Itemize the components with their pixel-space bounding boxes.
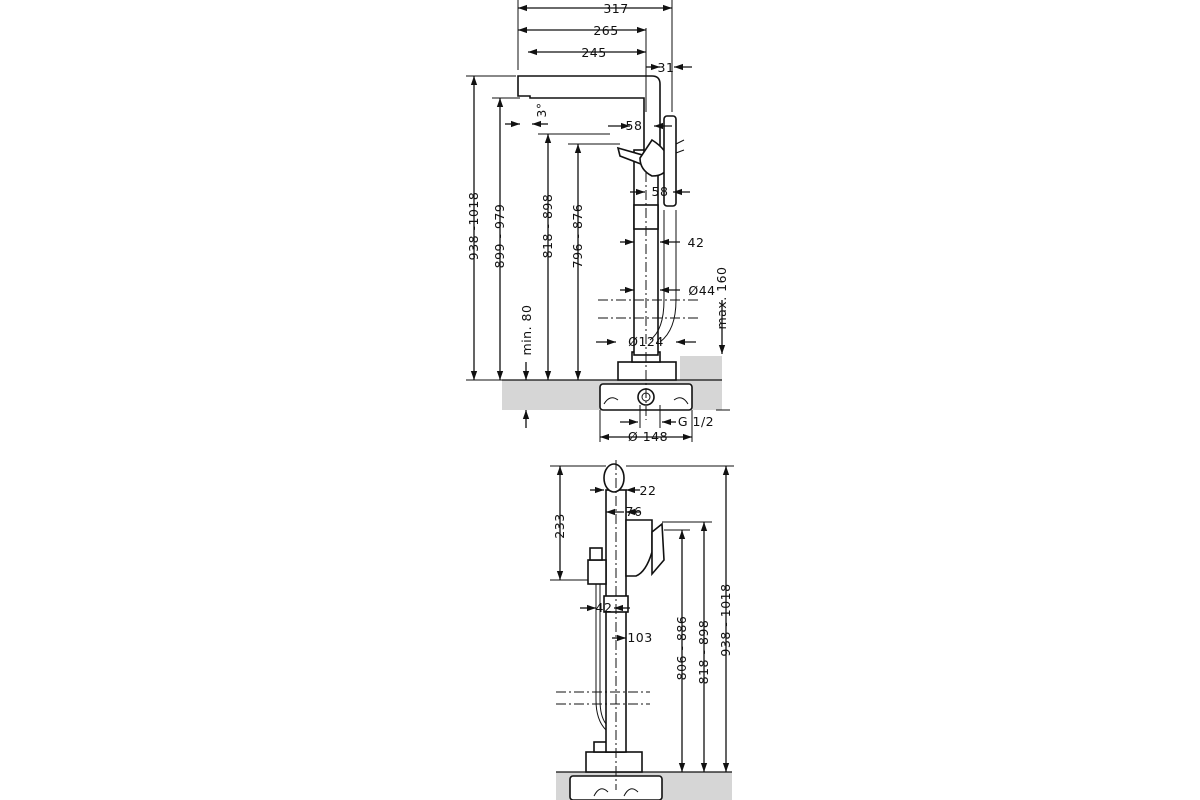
side-dim-938-1018: 938 - 1018 (718, 583, 733, 656)
dim-58-upper: 58 (626, 118, 643, 133)
side-dim-76: 76 (626, 504, 643, 519)
dim-317: 317 (603, 1, 628, 16)
side-handle (651, 522, 665, 577)
side-shower-hose (595, 584, 607, 731)
side-dim-233: 233 (552, 513, 567, 538)
dim-245: 245 (581, 45, 606, 60)
spout (517, 75, 661, 161)
dim-796-876: 796 - 876 (570, 204, 585, 269)
side-view: 22 76 233 42 103 806 - 886 818 - 898 938… (550, 460, 734, 800)
dim-dia-148: Ø 148 (628, 429, 668, 444)
dim-42: 42 (688, 235, 705, 250)
tub-edge-section (680, 356, 722, 382)
dim-max-160: max. 160 (714, 266, 729, 329)
side-shower-holder (587, 559, 607, 585)
side-dim-103: 103 (627, 630, 652, 645)
hand-shower (663, 115, 677, 207)
side-spout-head (603, 463, 625, 493)
side-dim-22: 22 (640, 483, 657, 498)
side-mixer-body (625, 519, 653, 577)
side-dim-818-898: 818 - 898 (696, 620, 711, 685)
dim-818-898: 818 - 898 (540, 194, 555, 259)
dim-dia-44: Ø44 (688, 283, 715, 298)
dim-938-1018: 938 -1018 (466, 192, 481, 261)
dim-899-979: 899 - 979 (492, 204, 507, 269)
floor-collar (617, 361, 677, 381)
front-view: 317 265 245 31 3° 58 58 42 Ø44 max. 160 (466, 0, 730, 444)
side-dim-806-886: 806 - 886 (674, 616, 689, 681)
side-dim-42: 42 (596, 600, 613, 615)
dim-min-80: min. 80 (519, 305, 534, 356)
dim-dia-124: Ø124 (628, 334, 664, 349)
dim-31: 31 (658, 60, 675, 75)
side-floor-collar (585, 751, 643, 773)
dim-3-degrees: 3° (534, 102, 549, 117)
dim-265: 265 (593, 23, 618, 38)
dim-g-1-2: G 1/2 (678, 414, 714, 429)
side-shower-nut (589, 547, 603, 561)
dim-58-lower: 58 (652, 184, 669, 199)
